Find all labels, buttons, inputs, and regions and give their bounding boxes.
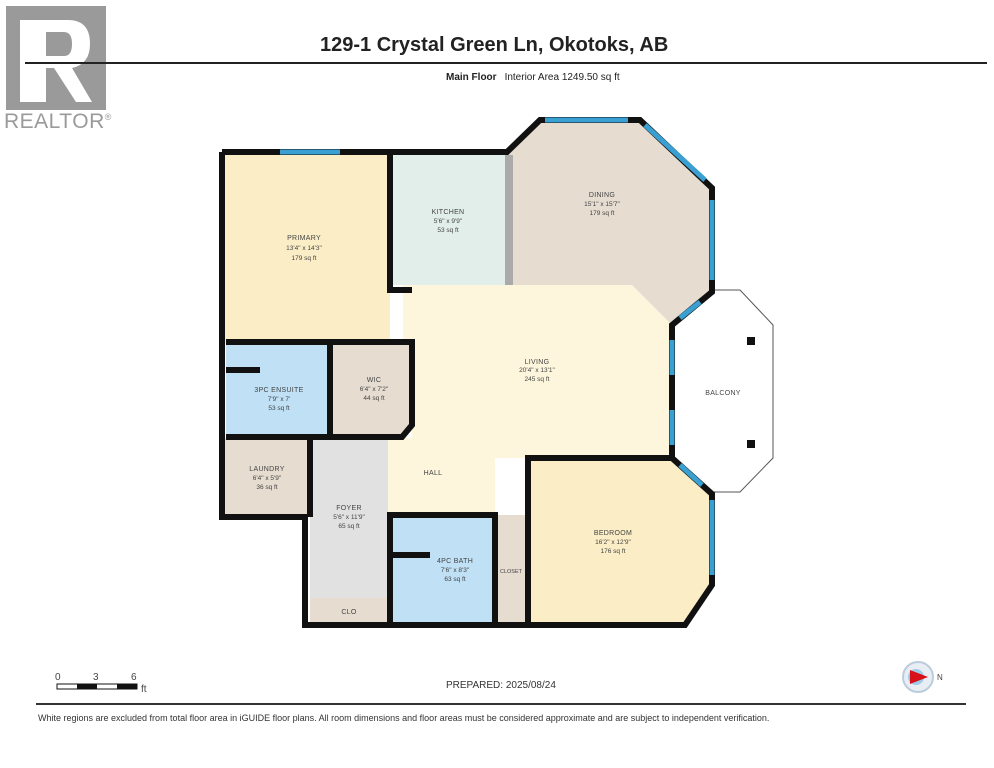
room-name: KITCHEN xyxy=(432,209,465,216)
room-area: 65 sq ft xyxy=(338,523,360,530)
room-area: 245 sq ft xyxy=(525,376,550,383)
room-name: PRIMARY xyxy=(287,235,321,242)
room-bedroom xyxy=(528,460,712,625)
room-dining xyxy=(507,120,712,325)
interior-area: Interior Area 1249.50 sq ft xyxy=(504,72,620,83)
room-name: 3PC ENSUITE xyxy=(254,387,303,394)
room-area: 44 sq ft xyxy=(363,395,385,402)
scale-bar: 0 3 6 ft xyxy=(55,672,147,695)
address-title: 129-1 Crystal Green Ln, Okotoks, AB xyxy=(320,34,669,56)
balcony-post xyxy=(747,337,755,345)
floor-info: Main Floor Interior Area 1249.50 sq ft xyxy=(446,72,620,83)
kitchen-counter xyxy=(505,155,513,285)
scale-tick: 3 xyxy=(93,672,99,683)
north-label: N xyxy=(937,673,943,682)
room-dims: 7'9" x 7' xyxy=(268,396,291,403)
realtor-text: REALTOR xyxy=(4,110,105,133)
room-name: FOYER xyxy=(336,505,362,512)
scale-tick: 0 xyxy=(55,672,61,683)
scale-tick: 6 xyxy=(131,672,137,683)
room-labels: PRIMARY 13'4" x 14'3" 179 sq ft KITCHEN … xyxy=(249,192,741,616)
footer-divider xyxy=(36,703,966,705)
room-laundry xyxy=(222,438,310,517)
room-name: LAUNDRY xyxy=(249,466,284,473)
disclaimer: White regions are excluded from total fl… xyxy=(38,713,770,723)
room-dims: 15'1" x 15'7" xyxy=(584,201,620,208)
room-dims: 16'2" x 12'9" xyxy=(595,539,631,546)
room-area: 63 sq ft xyxy=(444,576,466,583)
room-name: WIC xyxy=(367,377,382,384)
room-clo xyxy=(310,598,388,625)
room-dims: 13'4" x 14'3" xyxy=(286,245,322,252)
room-kitchen xyxy=(390,155,505,285)
floor-name: Main Floor xyxy=(446,72,497,83)
room-wic xyxy=(330,345,412,437)
room-area: 179 sq ft xyxy=(590,210,615,217)
room-name: DINING xyxy=(589,192,615,199)
room-area: 53 sq ft xyxy=(268,405,290,412)
balcony-post xyxy=(747,440,755,448)
room-dims: 7'6" x 8'3" xyxy=(441,567,470,574)
compass-icon: N xyxy=(902,661,943,693)
room-area: 176 sq ft xyxy=(601,548,626,555)
room-area: 36 sq ft xyxy=(256,484,278,491)
header-divider xyxy=(25,62,987,64)
room-closet xyxy=(495,515,528,625)
room-area: 53 sq ft xyxy=(437,227,459,234)
room-name: CLO xyxy=(341,609,357,616)
windows xyxy=(280,117,715,575)
room-area: 179 sq ft xyxy=(292,255,317,262)
room-name: HALL xyxy=(424,470,443,477)
room-dims: 5'6" x 11'9" xyxy=(333,514,365,521)
room-dims: 5'6" x 9'9" xyxy=(434,218,463,225)
room-name: BEDROOM xyxy=(594,530,632,537)
room-foyer xyxy=(310,438,388,598)
prepared-date: PREPARED: 2025/08/24 xyxy=(446,680,556,691)
room-4pc-bath xyxy=(390,515,493,625)
realtor-r-icon xyxy=(20,20,92,102)
registered-mark: ® xyxy=(104,112,112,122)
room-dims: 6'4" x 5'9" xyxy=(253,475,282,482)
room-primary xyxy=(222,152,390,344)
room-3pc-ensuite xyxy=(226,345,330,437)
room-dims: 20'4" x 13'1" xyxy=(519,367,555,374)
realtor-wordmark: REALTOR® xyxy=(4,110,112,134)
room-dims: 6'4" x 7'2" xyxy=(360,386,389,393)
realtor-logo xyxy=(6,6,106,110)
room-name: 4PC BATH xyxy=(437,558,473,565)
room-name: BALCONY xyxy=(705,390,741,397)
scale-unit: ft xyxy=(141,684,147,695)
room-name: LIVING xyxy=(525,359,550,366)
room-name: CLOSET xyxy=(500,569,523,575)
